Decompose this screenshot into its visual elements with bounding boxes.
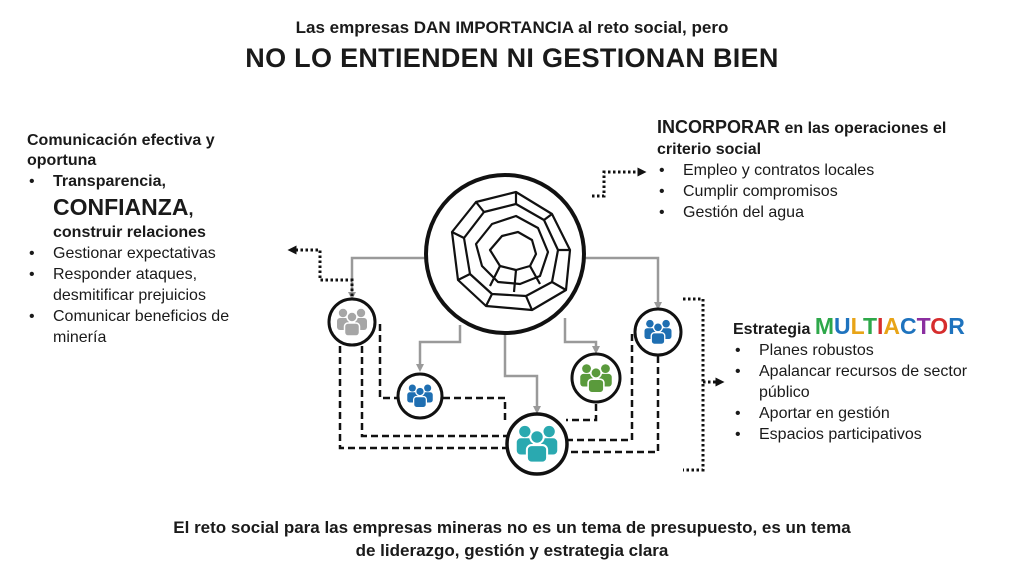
list-item: Empleo y contratos locales xyxy=(657,160,957,181)
transparency-text: Transparencia, xyxy=(53,173,166,190)
strategy-label: Estrategia xyxy=(733,321,815,338)
communication-panel: Comunicación efectiva y oportuna Transpa… xyxy=(27,131,277,348)
multiactor-letter: R xyxy=(948,313,965,339)
list-item-text: Cumplir compromisos xyxy=(683,183,838,200)
list-item: Gestión del agua xyxy=(657,202,957,223)
multiactor-heading: Estrategia MULTIACTOR xyxy=(733,313,1013,340)
list-item: Responder ataques, desmitificar prejuici… xyxy=(27,264,277,306)
multiactor-letter: T xyxy=(916,313,931,339)
footer-line-1: El reto social para las empresas mineras… xyxy=(173,518,851,537)
multiactor-letter: C xyxy=(900,313,917,339)
footer-message: El reto social para las empresas mineras… xyxy=(60,516,964,562)
multiactor-letter: M xyxy=(814,313,834,339)
multiactor-letter: A xyxy=(883,313,901,339)
list-item-text: Aportar en gestión xyxy=(759,405,890,422)
list-item: Espacios participativos xyxy=(733,424,1013,445)
dotted-arrow-up-right xyxy=(592,167,647,198)
dotted-arrow-left xyxy=(287,245,354,296)
list-item: Apalancar recursos de sector público xyxy=(733,361,1013,403)
list-item: Planes robustos xyxy=(733,340,1013,361)
title-line-1: Las empresas DAN IMPORTANCIA al reto soc… xyxy=(295,18,729,37)
list-item-text: Gestionar expectativas xyxy=(53,245,216,262)
connector-to-right-group xyxy=(578,256,662,310)
blue-group-icon xyxy=(633,307,683,357)
teal-group-icon xyxy=(505,412,569,476)
incorporate-panel: INCORPORAR en las operaciones el criteri… xyxy=(657,117,957,223)
footer-line-2: de liderazgo, gestión y estrategia clara xyxy=(355,541,669,560)
connector-to-teal-group xyxy=(503,330,541,414)
list-item-text: Comunicar beneficios de minería xyxy=(53,308,230,346)
connector-to-gray-group xyxy=(348,256,432,300)
multiactor-word: MULTIACTOR xyxy=(815,313,965,339)
connector-to-green-group xyxy=(563,318,600,354)
multiactor-letter: T xyxy=(862,313,878,339)
mine-pit-icon xyxy=(424,173,586,335)
dotted-bracket xyxy=(683,297,705,472)
list-item: Gestionar expectativas xyxy=(27,243,277,264)
multiactor-panel: Estrategia MULTIACTOR Planes robustos Ap… xyxy=(733,313,1013,446)
incorporate-heading-big: INCORPORAR xyxy=(657,117,781,137)
confianza-text: CONFIANZA xyxy=(53,194,189,220)
list-item: Transparencia, CONFIANZA, construir rela… xyxy=(27,171,277,243)
multiactor-letter: L xyxy=(850,313,863,339)
multiactor-letter: O xyxy=(930,313,949,339)
list-item-text: Empleo y contratos locales xyxy=(683,162,875,179)
communication-heading: Comunicación efectiva y oportuna xyxy=(27,132,215,169)
list-item: Comunicar beneficios de minería xyxy=(27,306,277,348)
actor-network-dashes xyxy=(338,324,660,454)
connector-to-small-blue-group xyxy=(416,325,462,372)
multiactor-letter: U xyxy=(833,313,851,339)
list-item-text: Gestión del agua xyxy=(683,204,804,221)
dotted-arrows xyxy=(287,167,725,472)
relations-text: construir relaciones xyxy=(53,224,206,241)
incorporate-heading-rest: en las operaciones el criterio social xyxy=(657,120,947,158)
center-connectors xyxy=(348,256,662,414)
list-item: Cumplir compromisos xyxy=(657,181,957,202)
list-item: Aportar en gestión xyxy=(733,403,1013,424)
list-item-text: Apalancar recursos de sector público xyxy=(759,363,968,401)
green-group-icon xyxy=(570,352,622,404)
list-item-text: Planes robustos xyxy=(759,342,874,359)
list-item-text: Espacios participativos xyxy=(759,426,922,443)
confianza-comma: , xyxy=(188,199,194,219)
multiactor-letter: I xyxy=(877,313,884,339)
title-line-2: NO LO ENTIENDEN NI GESTIONAN BIEN xyxy=(245,43,779,73)
incorporate-heading: INCORPORAR en las operaciones el criteri… xyxy=(657,117,957,160)
small-blue-group-icon xyxy=(396,372,444,420)
gray-group-icon xyxy=(327,297,377,347)
list-item-text: Responder ataques, desmitificar prejuici… xyxy=(53,266,206,304)
